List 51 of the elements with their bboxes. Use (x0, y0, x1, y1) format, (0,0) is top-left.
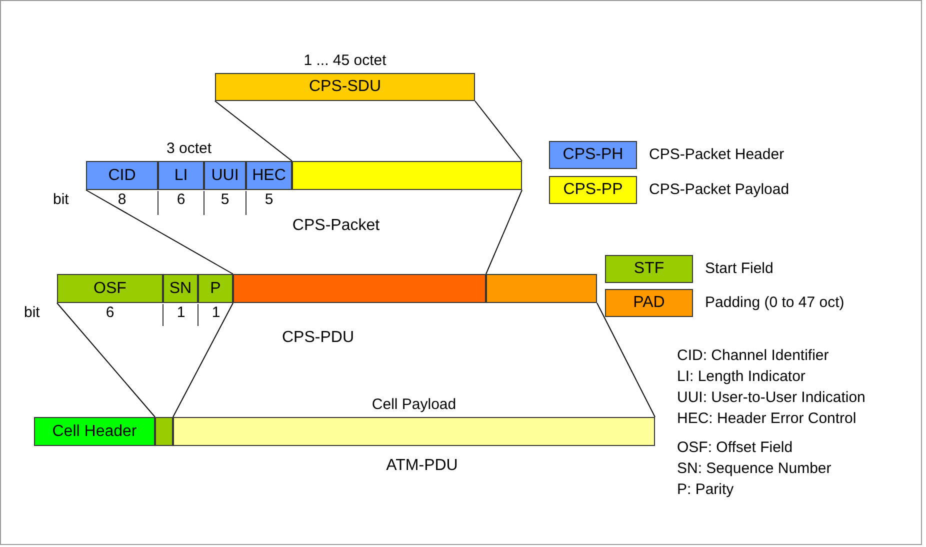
key-description: CPS-Packet Header (649, 147, 784, 162)
field-bar (173, 417, 655, 446)
expansion-line (172, 302, 234, 418)
diagram-label: 6 (106, 305, 114, 320)
abbreviation-note: UUI: User-to-User Indication (677, 390, 866, 405)
diagram-label: ATM-PDU (386, 458, 458, 474)
expansion-line (596, 302, 656, 418)
field-box: P (198, 274, 233, 303)
expansion-line (474, 100, 522, 162)
field-box: Cell Header (34, 417, 155, 446)
diagram-label: 6 (176, 192, 186, 207)
field-box: CPS-SDU (215, 73, 475, 101)
diagram-label: 8 (118, 192, 126, 207)
diagram-label: 3 octet (166, 141, 212, 156)
field-box: CID (86, 161, 158, 190)
diagram-label: 5 (264, 192, 274, 207)
abbreviation-note: CID: Channel Identifier (677, 348, 829, 363)
diagram-label: CPS-Packet (292, 218, 380, 234)
abbreviation-note: SN: Sequence Number (677, 461, 832, 476)
diagram-label: 5 (220, 192, 230, 207)
expansion-line (86, 190, 234, 274)
field-caption: Cell Payload (372, 397, 456, 412)
field-box: SN (163, 274, 198, 303)
diagram-label: CPS-PDU (282, 330, 354, 346)
field-bar (155, 417, 173, 446)
abbreviation-note: HEC: Header Error Control (677, 411, 856, 426)
field-bar (292, 161, 522, 190)
expansion-line (486, 190, 522, 274)
diagram-label: bit (24, 305, 40, 320)
field-bar (486, 274, 597, 303)
abbreviation-note: OSF: Offset Field (677, 440, 793, 455)
legend-key: STF (605, 255, 693, 283)
key-description: CPS-Packet Payload (649, 182, 790, 197)
key-description: Start Field (705, 261, 774, 276)
diagram-label: 1 (176, 305, 186, 320)
field-box: OSF (57, 274, 163, 303)
expansion-line (214, 100, 292, 162)
field-bar (233, 274, 486, 303)
legend-key: CPS-PH (549, 141, 637, 169)
legend-key: PAD (605, 289, 693, 317)
key-description: Padding (0 to 47 oct) (705, 295, 844, 310)
field-box: HEC (246, 161, 292, 190)
diagram-label: 1 (212, 305, 220, 320)
diagram-label: bit (53, 192, 69, 207)
abbreviation-note: P: Parity (677, 482, 734, 497)
legend-key: CPS-PP (549, 176, 637, 204)
field-caption: 1 ... 45 octet (304, 53, 386, 68)
field-box: UUI (204, 161, 246, 190)
expansion-line (56, 302, 156, 418)
field-box: LI (158, 161, 204, 190)
abbreviation-note: LI: Length Indicator (677, 369, 806, 384)
